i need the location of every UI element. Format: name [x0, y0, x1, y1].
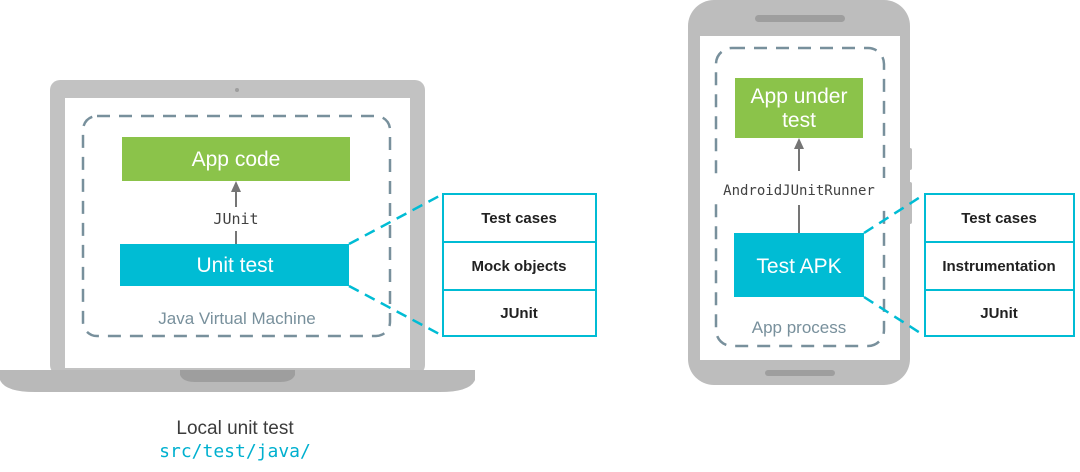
local-caption-title: Local unit test [176, 418, 294, 439]
device-detail-item [924, 289, 1075, 337]
device-link-label-bg [710, 178, 888, 202]
device-detail-text: JUnit [980, 305, 1018, 322]
local-detail-item [442, 289, 597, 337]
local-link-label: JUnit [213, 210, 258, 228]
device-connector-bottom [863, 295, 926, 338]
phone-bottom-bar [765, 370, 835, 376]
local-detail-stack: Test cases Mock objects JUnit [442, 193, 597, 337]
device-detail-text: Test cases [961, 210, 1037, 227]
device-detail-text: Instrumentation [942, 258, 1055, 275]
local-detail-item [442, 193, 597, 243]
unit-test-label: Unit test [196, 254, 273, 277]
device-link-label: AndroidJUnitRunner [723, 183, 875, 199]
device-connector-top [863, 192, 926, 235]
laptop-trackpad-notch [180, 370, 295, 382]
phone-speaker [755, 15, 845, 22]
device-arrow-head [794, 138, 804, 149]
app-under-test-box [735, 78, 863, 138]
app-code-box [122, 137, 350, 181]
local-detail-text: JUnit [500, 305, 538, 322]
app-under-test-label-line1: App under [751, 85, 848, 108]
app-code-label: App code [192, 148, 281, 171]
device-detail-item [924, 193, 1075, 243]
local-arrow-head [231, 181, 241, 192]
unit-test-box [120, 244, 349, 286]
jvm-container [81, 114, 392, 338]
app-under-test-label-line2: test [782, 109, 816, 132]
laptop-camera [235, 88, 239, 92]
local-caption-path: src/test/java/ [159, 441, 311, 462]
jvm-label: Java Virtual Machine [158, 309, 316, 328]
local-detail-text: Test cases [481, 210, 557, 227]
device-detail-stack: Test cases Instrumentation JUnit [924, 193, 1075, 337]
local-detail-text: Mock objects [471, 258, 566, 275]
laptop-illustration [0, 80, 475, 392]
test-apk-box [734, 233, 864, 297]
test-apk-label: Test APK [756, 255, 841, 278]
app-process-label: App process [752, 318, 847, 337]
device-detail-item [924, 241, 1075, 291]
